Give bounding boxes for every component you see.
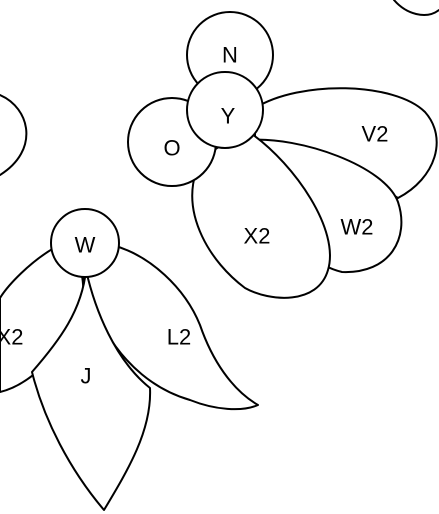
- node-w: [50, 208, 120, 278]
- label-l2: L2: [167, 325, 191, 350]
- petal-j: [31, 269, 152, 511]
- label-w2: W2: [341, 215, 374, 240]
- label-x2-right: X2: [244, 224, 271, 249]
- label-x2-left: X2: [0, 325, 23, 350]
- label-j: J: [81, 364, 92, 389]
- partial-shape-left: [0, 94, 28, 176]
- label-n: N: [222, 43, 238, 68]
- label-w: W: [75, 233, 96, 258]
- label-o: O: [163, 136, 180, 161]
- node-y: [186, 71, 264, 149]
- label-v2: V2: [362, 122, 389, 147]
- label-y: Y: [221, 104, 236, 129]
- partial-shape-top-right: [393, 0, 439, 16]
